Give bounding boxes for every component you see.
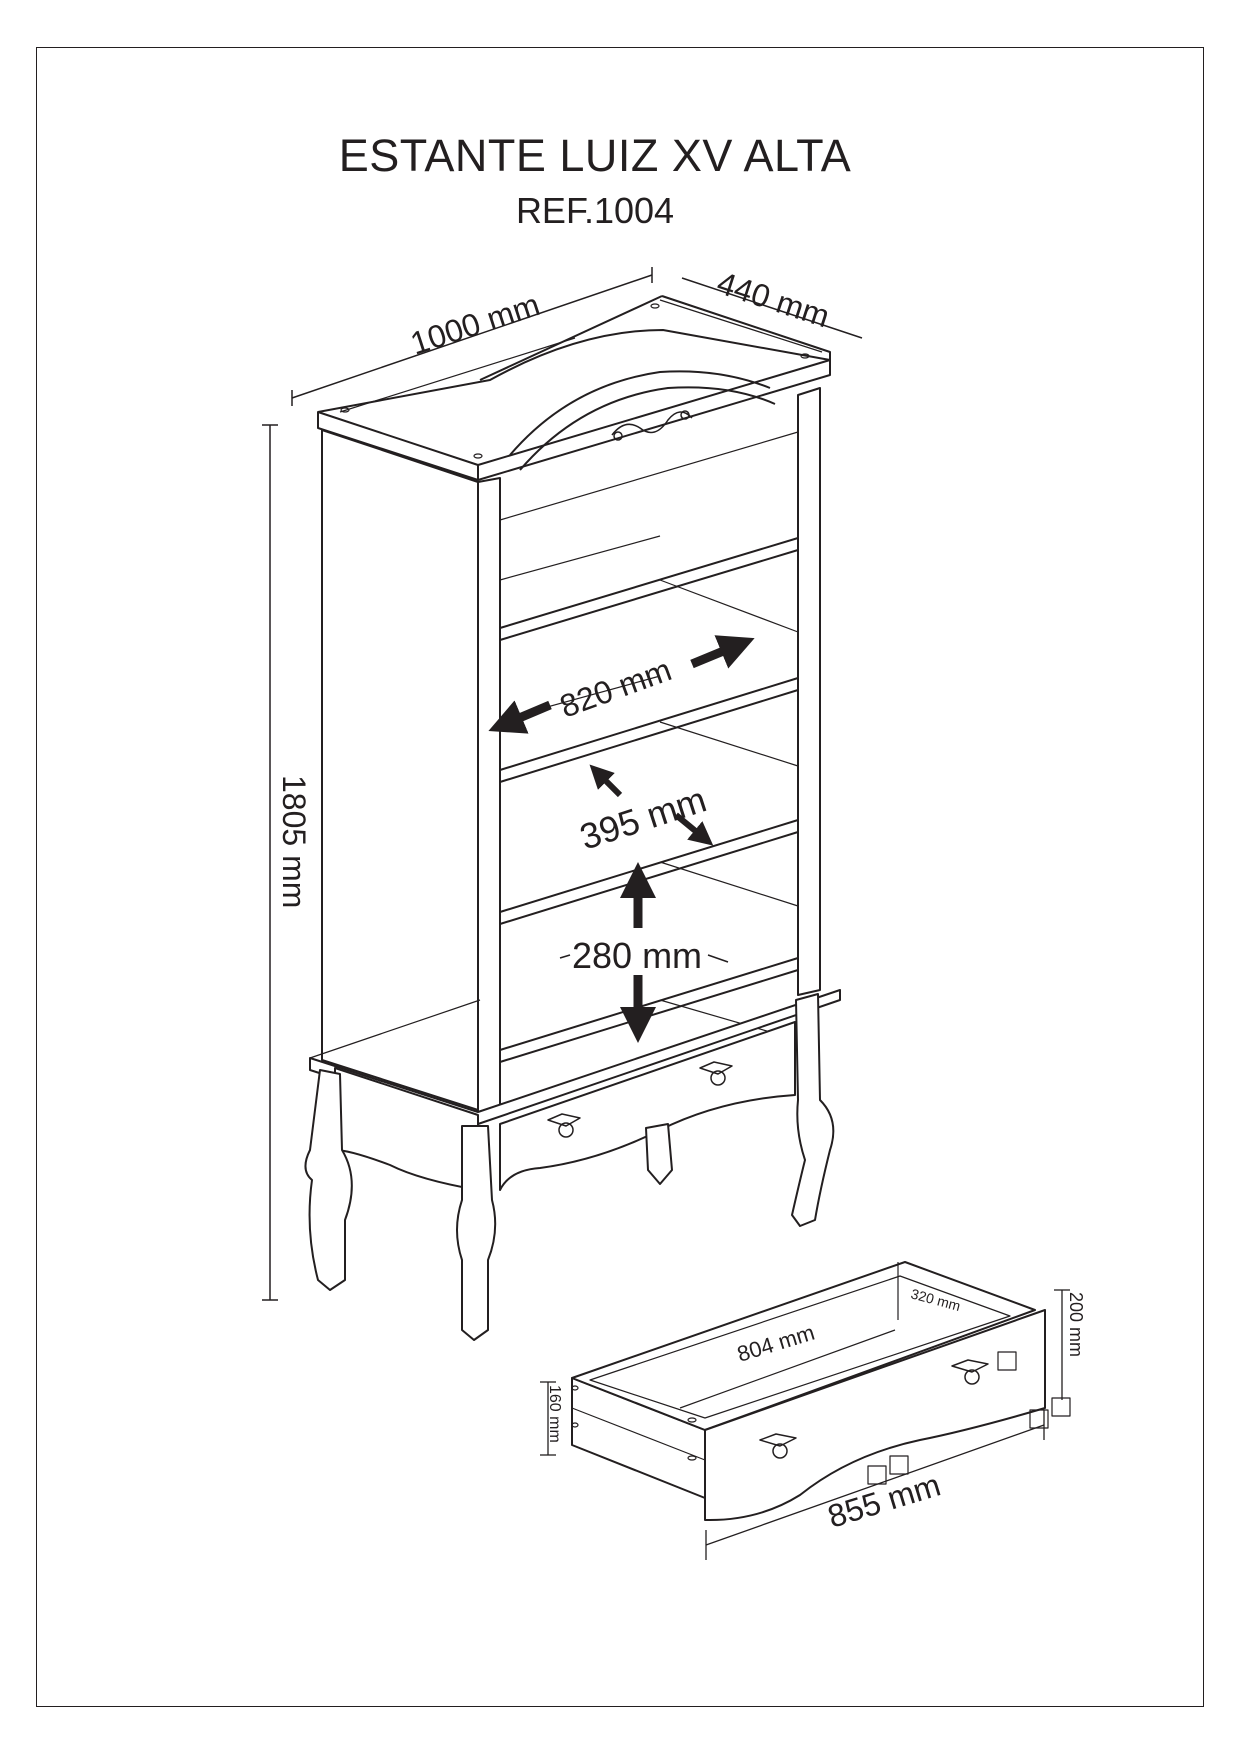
- drawer-outer-width-label: 855 mm: [824, 1466, 945, 1534]
- drawer-side-height-label: 160 mm: [546, 1385, 563, 1443]
- front-left-post: [477, 477, 501, 1113]
- back-right-post: [797, 387, 821, 996]
- drawer-front-height-label: 200 mm: [1066, 1292, 1086, 1357]
- depth-label: 440 mm: [713, 264, 834, 334]
- shelf-width-arrow-left: [488, 700, 552, 734]
- scroll-ornament: [611, 411, 693, 436]
- product-reference: REF.1004: [515, 190, 675, 231]
- drawer-back: [571, 1261, 1036, 1431]
- base-ledge: [309, 989, 841, 1125]
- bookcase-dimension-lines: [262, 267, 863, 1301]
- drawer-handle-left: [547, 1113, 581, 1138]
- bookcase-arch-crown: [509, 370, 771, 456]
- leg-back-left: [304, 1069, 353, 1291]
- height-label: 1805 mm: [276, 775, 312, 908]
- page-border: [36, 47, 1204, 1707]
- drawer: [571, 1261, 1071, 1521]
- width-label: 1000 mm: [406, 286, 544, 361]
- shelf-spacing-label: 280 mm: [572, 935, 702, 976]
- shelf-depth-arrow-top: [589, 764, 623, 798]
- bookcase: [304, 295, 841, 1341]
- bookcase-top-panel: [317, 329, 831, 481]
- leg-front-right: [791, 993, 835, 1227]
- shelf-depth-label: 395 mm: [575, 778, 711, 857]
- left-side-panel: [321, 429, 479, 1111]
- leg-front-left: [456, 1125, 497, 1341]
- shelf-width-arrow-right: [690, 635, 755, 669]
- shelf-2: [499, 677, 799, 783]
- drawer-handle-right: [699, 1061, 733, 1086]
- product-title: ESTANTE LUIZ XV ALTA: [338, 130, 852, 181]
- drawer-handle-front-right: [951, 1359, 989, 1385]
- drawer-dimension-lines: [540, 1289, 1070, 1560]
- shelf-width-label: 820 mm: [555, 651, 676, 724]
- shelf-1: [499, 537, 799, 641]
- shelf-depth-arrow-bottom: [674, 812, 714, 846]
- drawer-handle-front-left: [759, 1433, 797, 1459]
- leg-back-middle: [645, 1123, 673, 1185]
